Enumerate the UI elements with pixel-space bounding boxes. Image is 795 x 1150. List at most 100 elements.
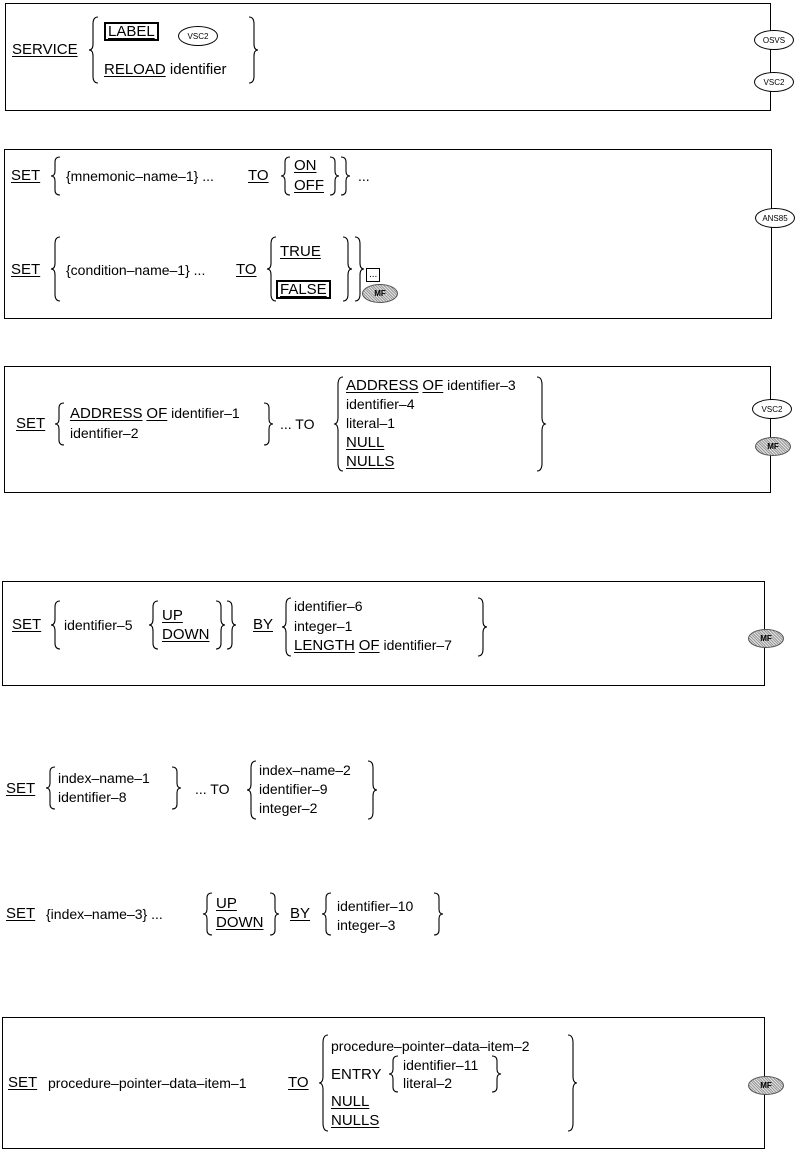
address-of-identifier-1: ADDRESS OF identifier–1 (70, 405, 240, 422)
vsc2-badge-right: VSC2 (754, 72, 794, 92)
true-keyword: TRUE (280, 243, 321, 260)
service-reload-line: RELOAD identifier (104, 61, 227, 78)
mf-badge: MF (748, 629, 784, 648)
right-brace (433, 892, 444, 936)
mf-badge: MF (755, 437, 791, 456)
right-brace (354, 236, 365, 302)
right-brace (567, 1034, 578, 1132)
condition-name-1: {condition–name–1} ... (66, 262, 206, 278)
down-keyword: DOWN (216, 914, 264, 931)
label-keyword: LABEL (104, 22, 159, 41)
service-keyword: SERVICE (12, 41, 78, 58)
identifier-4: identifier–4 (346, 396, 415, 412)
address-of-identifier-3: ADDRESS OF identifier–3 (346, 377, 516, 394)
index-name-2: index–name–2 (259, 762, 351, 778)
right-brace (340, 156, 351, 196)
on-keyword: ON (294, 157, 317, 174)
set-updown-format-box (2, 581, 765, 686)
left-brace (202, 892, 213, 936)
set-keyword: SET (11, 261, 41, 278)
left-brace (321, 892, 332, 936)
set-address-format-box (4, 366, 771, 493)
left-brace (45, 766, 56, 810)
up-keyword: UP (216, 895, 237, 912)
right-brace (269, 892, 280, 936)
nulls-keyword: NULLS (331, 1112, 380, 1129)
service-format-box (5, 3, 771, 111)
vsc2-badge: VSC2 (752, 399, 792, 419)
ellipsis-box: ... (366, 268, 381, 282)
left-brace (246, 760, 257, 820)
null-keyword: NULL (331, 1093, 370, 1110)
index-name-3: {index–name–3} ... (46, 906, 163, 922)
by-keyword: BY (253, 616, 274, 633)
ellipsis: ... (358, 168, 370, 184)
set-keyword: SET (6, 905, 36, 922)
left-brace (281, 597, 292, 657)
ans85-badge: ANS85 (755, 208, 795, 228)
left-brace (148, 600, 159, 650)
set-keyword: SET (11, 167, 41, 184)
off-keyword: OFF (294, 177, 324, 194)
left-brace (266, 236, 277, 302)
service-left-brace (88, 16, 99, 84)
left-brace (50, 600, 61, 650)
length-of-identifier-7: LENGTH OF identifier–7 (294, 637, 452, 654)
left-brace (388, 1055, 399, 1093)
to-keyword: TO (236, 261, 257, 278)
index-name-1: index–name–1 (58, 770, 150, 786)
identifier-11: identifier–11 (403, 1057, 479, 1073)
integer-2: integer–2 (259, 800, 318, 816)
identifier-5: identifier–5 (64, 617, 133, 633)
set-keyword: SET (6, 780, 36, 797)
right-brace (477, 597, 488, 657)
down-keyword: DOWN (162, 626, 210, 643)
identifier-8: identifier–8 (58, 789, 127, 805)
mf-badge: MF (748, 1076, 784, 1095)
procedure-pointer-data-item-1: procedure–pointer–data–item–1 (48, 1075, 247, 1091)
set-keyword: SET (16, 415, 46, 432)
left-brace (318, 1034, 329, 1132)
left-brace (54, 402, 65, 446)
osvs-badge: OSVS (754, 30, 794, 50)
up-keyword: UP (162, 607, 183, 624)
right-brace (491, 1055, 502, 1093)
to-keyword: TO (248, 167, 269, 184)
to-keyword: ... TO (195, 781, 230, 797)
false-keyword: FALSE (276, 280, 331, 299)
right-brace (263, 402, 274, 446)
procedure-pointer-data-item-2: procedure–pointer–data–item–2 (331, 1038, 530, 1054)
null-keyword: NULL (346, 434, 385, 451)
right-brace (329, 156, 340, 196)
mnemonic-name-1: {mnemonic–name–1} ... (66, 168, 214, 184)
set-keyword: SET (12, 616, 42, 633)
left-brace (50, 156, 61, 196)
right-brace (171, 766, 182, 810)
vsc2-badge: VSC2 (178, 26, 218, 46)
integer-3: integer–3 (337, 917, 396, 933)
identifier-9: identifier–9 (259, 781, 328, 797)
by-keyword: BY (290, 905, 311, 922)
identifier-6: identifier–6 (294, 598, 363, 614)
identifier-2: identifier–2 (70, 425, 139, 441)
right-brace (226, 600, 237, 650)
set-mnemonic-format-box (4, 149, 772, 319)
left-brace (50, 236, 61, 302)
set-keyword: SET (8, 1074, 38, 1091)
to-keyword: TO (288, 1074, 309, 1091)
mf-badge: MF (362, 284, 398, 303)
to-keyword: ... TO (280, 416, 315, 432)
identifier-10: identifier–10 (337, 898, 414, 914)
integer-1: integer–1 (294, 618, 353, 634)
nulls-keyword: NULLS (346, 453, 395, 470)
right-brace (536, 376, 547, 472)
left-brace (280, 156, 291, 196)
right-brace (215, 600, 226, 650)
literal-1: literal–1 (346, 415, 396, 431)
entry-keyword: ENTRY (331, 1066, 382, 1083)
left-brace (333, 376, 344, 472)
literal-2: literal–2 (403, 1075, 453, 1091)
service-right-brace (248, 16, 259, 84)
right-brace (367, 760, 378, 820)
right-brace (342, 236, 353, 302)
